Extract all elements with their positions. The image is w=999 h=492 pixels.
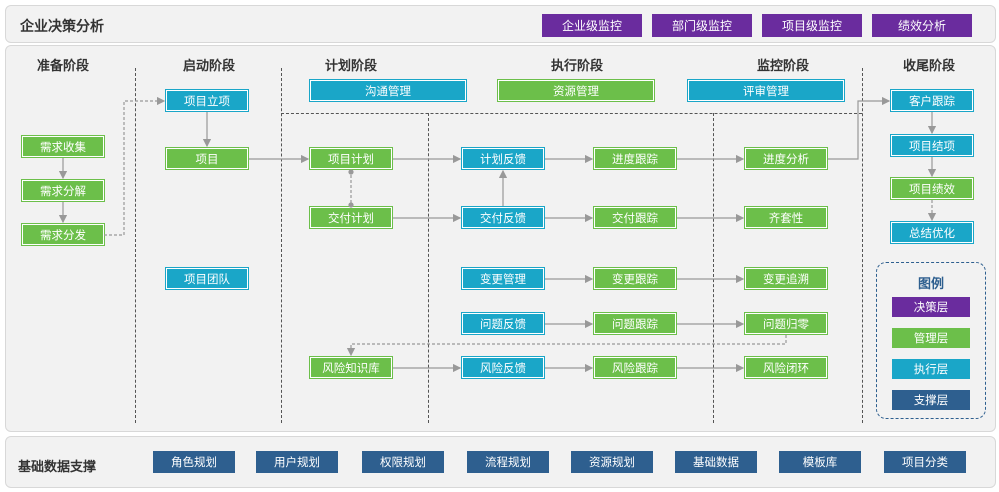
change-tracking[interactable]: 变更跟踪	[593, 267, 677, 290]
phase-monitor: 监控阶段	[756, 59, 809, 74]
user-planning[interactable]: 用户规划	[256, 451, 338, 473]
legend-title: 图例	[917, 277, 944, 292]
footer-title: 基础数据支撑	[18, 460, 97, 475]
project-plan[interactable]: 项目计划	[309, 147, 393, 170]
requirement-decompose[interactable]: 需求分解	[21, 179, 105, 202]
legend-management: 管理层	[892, 328, 970, 348]
divider-1	[135, 68, 136, 423]
divider-2	[281, 68, 282, 423]
phase-close: 收尾阶段	[902, 59, 955, 74]
legend-support: 支撑层	[892, 390, 970, 410]
template-library[interactable]: 模板库	[779, 451, 861, 473]
review-management[interactable]: 评审管理	[687, 79, 845, 102]
change-traceability[interactable]: 变更追溯	[744, 267, 828, 290]
project-category[interactable]: 项目分类	[884, 451, 966, 473]
progress-analysis[interactable]: 进度分析	[744, 147, 828, 170]
phase-plan: 计划阶段	[324, 59, 377, 74]
project-monitor-button[interactable]: 项目级监控	[762, 14, 862, 37]
divider-3	[428, 113, 429, 423]
communication-management[interactable]: 沟通管理	[309, 79, 467, 102]
phase-prepare: 准备阶段	[36, 59, 89, 74]
page-title: 企业决策分析	[20, 19, 104, 35]
risk-closure[interactable]: 风险闭环	[744, 356, 828, 379]
project-team[interactable]: 项目团队	[165, 267, 249, 290]
risk-tracking[interactable]: 风险跟踪	[593, 356, 677, 379]
project-initiation[interactable]: 项目立项	[165, 89, 249, 112]
issue-closure[interactable]: 问题归零	[744, 312, 828, 335]
phase-start: 启动阶段	[182, 59, 235, 74]
progress-tracking[interactable]: 进度跟踪	[593, 147, 677, 170]
requirement-collect[interactable]: 需求收集	[21, 135, 105, 158]
summary-optimization[interactable]: 总结优化	[890, 221, 974, 244]
resource-management[interactable]: 资源管理	[497, 79, 655, 102]
resource-planning[interactable]: 资源规划	[571, 451, 653, 473]
issue-tracking[interactable]: 问题跟踪	[593, 312, 677, 335]
project-performance[interactable]: 项目绩效	[890, 177, 974, 200]
project-closing[interactable]: 项目结项	[890, 134, 974, 157]
completeness[interactable]: 齐套性	[744, 206, 828, 229]
project-node[interactable]: 项目	[165, 147, 249, 170]
divider-5	[862, 68, 863, 423]
phase-execute: 执行阶段	[550, 59, 603, 74]
requirement-distribute[interactable]: 需求分发	[21, 223, 105, 246]
department-monitor-button[interactable]: 部门级监控	[652, 14, 752, 37]
risk-knowledge-base[interactable]: 风险知识库	[309, 356, 393, 379]
legend-decision: 决策层	[892, 297, 970, 317]
performance-analysis-button[interactable]: 绩效分析	[872, 14, 972, 37]
legend: 图例 决策层 管理层 执行层 支撑层	[876, 262, 986, 419]
customer-tracking[interactable]: 客户跟踪	[890, 89, 974, 112]
enterprise-monitor-button[interactable]: 企业级监控	[542, 14, 642, 37]
plan-area-top-line	[281, 113, 862, 114]
base-data[interactable]: 基础数据	[675, 451, 757, 473]
delivery-feedback[interactable]: 交付反馈	[461, 206, 545, 229]
legend-execution: 执行层	[892, 359, 970, 379]
permission-planning[interactable]: 权限规划	[362, 451, 444, 473]
change-management[interactable]: 变更管理	[461, 267, 545, 290]
process-planning[interactable]: 流程规划	[467, 451, 549, 473]
plan-feedback[interactable]: 计划反馈	[461, 147, 545, 170]
role-planning[interactable]: 角色规划	[153, 451, 235, 473]
delivery-tracking[interactable]: 交付跟踪	[593, 206, 677, 229]
issue-feedback[interactable]: 问题反馈	[461, 312, 545, 335]
divider-4	[713, 113, 714, 423]
risk-feedback[interactable]: 风险反馈	[461, 356, 545, 379]
